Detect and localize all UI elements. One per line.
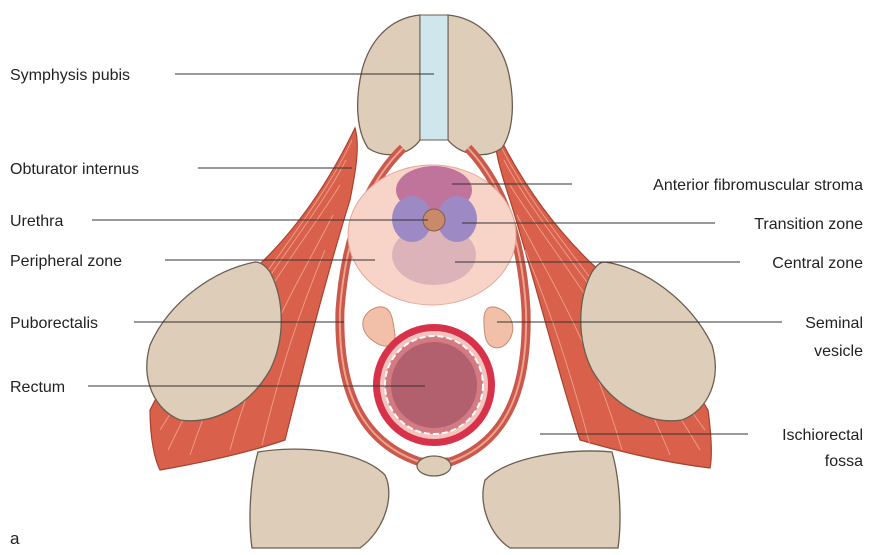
label-seminal-vesicle-line2: vesicle	[814, 343, 863, 360]
label-urethra: Urethra	[10, 213, 63, 230]
left-pubic-bone	[358, 15, 420, 155]
label-seminal-vesicle-line1: Seminal	[805, 315, 863, 332]
symphysis-cartilage	[420, 15, 448, 140]
label-puborectalis: Puborectalis	[10, 315, 98, 332]
rectum-lumen	[391, 342, 477, 428]
label-obturator-internus: Obturator internus	[10, 161, 139, 178]
label-peripheral-zone: Peripheral zone	[10, 253, 122, 270]
label-ischiorectal-fossa-line2: fossa	[825, 453, 863, 470]
left-seminal-vesicle	[363, 307, 395, 346]
right-seminal-vesicle	[484, 307, 513, 348]
label-symphysis-pubis: Symphysis pubis	[10, 67, 130, 84]
panel-letter: a	[10, 529, 20, 548]
label-rectum: Rectum	[10, 379, 65, 396]
anococcygeal-body	[417, 456, 451, 476]
label-ischiorectal-fossa-line1: Ischiorectal	[782, 427, 863, 444]
label-transition-zone: Transition zone	[754, 216, 863, 233]
left-lower-bone	[250, 449, 389, 548]
right-lower-bone	[483, 451, 620, 548]
label-central-zone: Central zone	[772, 255, 863, 272]
label-anterior-fibromuscular-stroma: Anterior fibromuscular stroma	[653, 177, 863, 194]
right-pubic-bone	[448, 15, 512, 155]
